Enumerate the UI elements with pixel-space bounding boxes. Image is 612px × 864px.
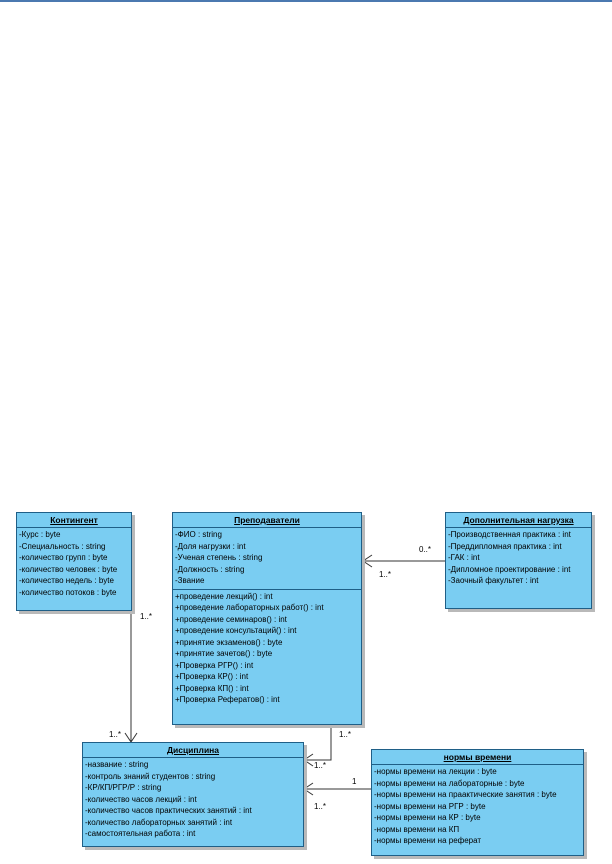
attribute: -Специальность : string bbox=[19, 541, 106, 551]
operation-list: +проведение лекций() : int +проведение л… bbox=[173, 588, 361, 708]
attribute: -количество часов практических занятий :… bbox=[85, 806, 252, 815]
operation: +Проверка КР() : int bbox=[175, 672, 249, 681]
attribute-list: -Курс : byte -Специальность : string -ко… bbox=[17, 528, 131, 600]
attribute: -нормы времени на КР : byte bbox=[374, 813, 481, 822]
attribute: -Производственная практика : int bbox=[448, 530, 571, 539]
attribute: -Доля нагрузки : int bbox=[175, 541, 246, 551]
attribute: -название : string bbox=[85, 760, 149, 769]
operation: +проведение лекций() : int bbox=[175, 591, 273, 601]
attribute: -ГАК : int bbox=[448, 553, 480, 562]
class-prepodavateli[interactable]: Преподаватели -ФИО : string -Доля нагруз… bbox=[172, 512, 362, 725]
operation: +принятие зачетов() : byte bbox=[175, 649, 273, 658]
multiplicity-label: 1 bbox=[352, 777, 357, 786]
assoc-arrowhead-prep-disc bbox=[303, 753, 314, 767]
attribute-list: -ФИО : string -Доля нагрузки : int -Учен… bbox=[173, 528, 361, 589]
multiplicity-label: 1..* bbox=[140, 612, 153, 621]
attribute: -Ученая степень : string bbox=[175, 553, 263, 562]
class-disciplina[interactable]: Дисциплина -название : string -контроль … bbox=[82, 742, 304, 847]
attribute: -контроль знаний студентов : string bbox=[85, 771, 216, 781]
multiplicity-label: 1..* bbox=[379, 570, 392, 579]
attribute: -количество лабораторных занятий : int bbox=[85, 817, 233, 827]
class-name: Контингент bbox=[17, 513, 131, 528]
attribute-list: -Производственная практика : int -Предди… bbox=[446, 528, 591, 589]
class-name: нормы времени bbox=[372, 750, 583, 765]
attribute: -КР/КП/РГР/Р : string bbox=[85, 783, 162, 792]
assoc-arrowhead-dop-prep bbox=[362, 554, 373, 568]
attribute: -Курс : byte bbox=[19, 530, 61, 539]
operation: +проведение семинаров() : int bbox=[175, 614, 287, 624]
operation: +Проверка КП() : int bbox=[175, 683, 249, 693]
class-name: Преподаватели bbox=[173, 513, 361, 528]
operation: +принятие экзаменов() : byte bbox=[175, 637, 283, 647]
attribute: -нормы времени на праактические занятия … bbox=[374, 790, 557, 799]
operation: +проведение консультаций() : int bbox=[175, 626, 297, 635]
multiplicity-label: 1..* bbox=[109, 730, 122, 739]
assoc-line-prep-disc bbox=[304, 725, 332, 761]
class-kontingent[interactable]: Контингент -Курс : byte -Специальность :… bbox=[16, 512, 132, 611]
attribute: -ФИО : string bbox=[175, 530, 222, 539]
attribute: -нормы времени на КП bbox=[374, 824, 460, 834]
multiplicity-label: 0..* bbox=[419, 545, 432, 554]
attribute: -Звание bbox=[175, 576, 205, 585]
class-name: Дисциплина bbox=[83, 743, 303, 758]
class-name: Дополнительная нагрузка bbox=[446, 513, 591, 528]
multiplicity-label: 1..* bbox=[314, 761, 327, 770]
attribute: -количество человек : byte bbox=[19, 564, 118, 574]
class-normy-vremeni[interactable]: нормы времени -нормы времени на лекции :… bbox=[371, 749, 584, 856]
attribute: -Заочный факультет : int bbox=[448, 576, 539, 585]
multiplicity-label: 1..* bbox=[314, 802, 327, 811]
operation: +проведение лабораторных работ() : int bbox=[175, 603, 324, 612]
operation: +Проверка РГР() : int bbox=[175, 660, 254, 670]
attribute-list: -название : string -контроль знаний студ… bbox=[83, 758, 303, 842]
attribute: -Дипломное проектирование : int bbox=[448, 564, 571, 574]
attribute: -Преддипломная практика : int bbox=[448, 541, 562, 551]
attribute: -нормы времени на РГР : byte bbox=[374, 801, 486, 811]
top-rule bbox=[0, 0, 612, 2]
attribute: -нормы времени на реферат bbox=[374, 836, 482, 845]
attribute: -количество потоков : byte bbox=[19, 587, 117, 597]
attribute: -Должность : string bbox=[175, 564, 245, 574]
attribute: -самостоятельная работа : int bbox=[85, 829, 196, 838]
assoc-arrowhead-norm-disc bbox=[303, 782, 314, 796]
attribute: -количество часов лекций : int bbox=[85, 794, 197, 804]
attribute: -нормы времени на лабораторные : byte bbox=[374, 778, 525, 788]
attribute: -количество недель : byte bbox=[19, 576, 114, 585]
multiplicity-label: 1..* bbox=[339, 730, 352, 739]
attribute: -количество групп : byte bbox=[19, 553, 108, 562]
attribute-list: -нормы времени на лекции : byte -нормы в… bbox=[372, 765, 583, 849]
class-dop-nagruzka[interactable]: Дополнительная нагрузка -Производственна… bbox=[445, 512, 592, 609]
operation: +Проверка Рефератов() : int bbox=[175, 695, 280, 704]
attribute: -нормы времени на лекции : byte bbox=[374, 767, 497, 776]
